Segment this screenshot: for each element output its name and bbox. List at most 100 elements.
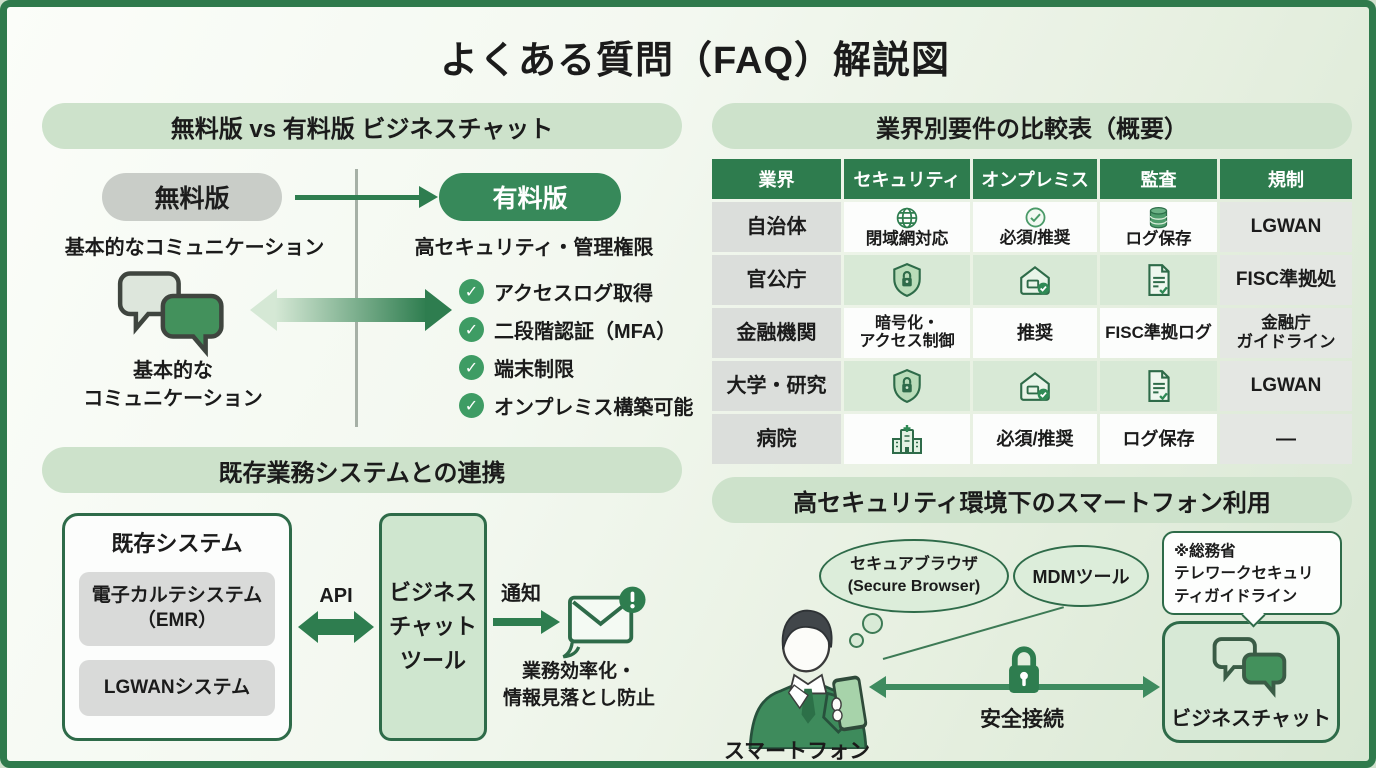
compare-arrow-left-head bbox=[250, 289, 277, 331]
table-cell: 閉域網対応 bbox=[844, 202, 970, 252]
emr-line: 電子カルテシステム bbox=[91, 585, 263, 607]
existing-system-box: 既存システム 電子カルテシステム （EMR） LGWANシステム bbox=[62, 513, 292, 741]
check-circle-icon: ✓ bbox=[459, 393, 484, 418]
table-cell: 暗号化・ アクセス制御 bbox=[844, 308, 970, 358]
paid-feature-label: アクセスログ取得 bbox=[494, 283, 653, 305]
table-cell: ログ保存 bbox=[1100, 414, 1217, 464]
paid-feature-label: 二段階認証（MFA） bbox=[494, 321, 677, 343]
person-with-smartphone bbox=[739, 601, 877, 750]
secure-connection-label: 安全接続 bbox=[980, 708, 1064, 731]
paid-feature-label: オンプレミス構築可能 bbox=[494, 397, 694, 419]
api-label: API bbox=[319, 585, 353, 607]
page-title: よくある質問（FAQ）解説図 bbox=[439, 39, 951, 82]
chat-tool-line: ツール bbox=[399, 648, 466, 674]
regulation-cell: — bbox=[1220, 414, 1352, 464]
paid-feature-item: ✓ アクセスログ取得 bbox=[459, 277, 653, 306]
table-cell bbox=[1100, 255, 1217, 305]
chat-bubbles-icon bbox=[1212, 637, 1287, 698]
arrow-free-to-paid-head bbox=[419, 186, 438, 208]
guideline-line: テレワークセキュリ bbox=[1174, 565, 1314, 583]
compare-arrow-bar bbox=[275, 298, 427, 322]
secure-browser-line: (Secure Browser) bbox=[847, 578, 981, 595]
api-arrow-right-head bbox=[354, 611, 374, 643]
notify-label: 通知 bbox=[501, 583, 541, 605]
check-circle-icon: ✓ bbox=[459, 355, 484, 380]
database-icon bbox=[1149, 206, 1168, 228]
guideline-callout: ※総務省 テレワークセキュリ ティガイドライン bbox=[1162, 531, 1342, 615]
arrow-free-to-paid bbox=[295, 195, 421, 200]
paid-feature-item: ✓ 二段階認証（MFA） bbox=[459, 315, 676, 344]
cell-label: 暗号化・ bbox=[874, 314, 939, 332]
check-circle-icon: ✓ bbox=[459, 279, 484, 304]
industry-cell: 大学・研究 bbox=[712, 361, 841, 411]
cell-label: アクセス制御 bbox=[859, 333, 955, 350]
table-cell bbox=[844, 255, 970, 305]
guideline-line: ティガイドライン bbox=[1174, 587, 1298, 605]
column-header: 監査 bbox=[1100, 159, 1217, 199]
benefit-line: 業務効率化・ bbox=[521, 661, 636, 682]
globe-icon bbox=[896, 207, 918, 228]
paid-feature-item: ✓ オンプレミス構築可能 bbox=[459, 391, 693, 420]
column-header: セキュリティ bbox=[844, 159, 970, 199]
table-cell bbox=[844, 414, 970, 464]
table-cell: 必須/推奨 bbox=[973, 202, 1097, 252]
table-cell bbox=[1100, 361, 1217, 411]
chat-bubbles-icon bbox=[109, 269, 237, 359]
notify-arrow-bar bbox=[493, 618, 543, 626]
secure-browser-bubble: セキュアブラウザ (Secure Browser) bbox=[819, 539, 1009, 613]
paid-feature-label: 端末制限 bbox=[494, 359, 574, 381]
cell-label: ログ保存 bbox=[1125, 229, 1192, 248]
api-arrow-left-head bbox=[298, 611, 318, 643]
document-check-icon bbox=[1147, 264, 1170, 296]
document-check-icon bbox=[1147, 370, 1170, 402]
mdm-bubble: MDMツール bbox=[1013, 545, 1149, 607]
table-cell: ログ保存 bbox=[1100, 202, 1217, 252]
lock-icon bbox=[1001, 641, 1047, 699]
free-caption: 基本的な コミュニケーション bbox=[63, 357, 283, 413]
existing-system-title: 既存システム bbox=[111, 531, 243, 556]
house-check-icon bbox=[1020, 265, 1050, 295]
column-header: 業界 bbox=[712, 159, 841, 199]
free-caption-line: 基本的な bbox=[133, 360, 213, 382]
column-header: 規制 bbox=[1220, 159, 1352, 199]
industry-cell: 病院 bbox=[712, 414, 841, 464]
api-arrow-bar bbox=[316, 619, 356, 635]
table-cell bbox=[973, 255, 1097, 305]
table-cell bbox=[844, 361, 970, 411]
cell-label: ガイドライン bbox=[1236, 333, 1336, 351]
secure-arrow-left-head bbox=[869, 676, 886, 698]
smartphone-label: スマートフォン bbox=[723, 740, 871, 763]
business-chat-label: ビジネスチャット bbox=[1171, 708, 1331, 730]
free-caption-line: コミュニケーション bbox=[83, 388, 263, 410]
regulation-cell: LGWAN bbox=[1220, 361, 1352, 411]
regulation-cell: 金融庁 ガイドライン bbox=[1220, 308, 1352, 358]
regulation-cell: FISC準拠処 bbox=[1220, 255, 1352, 305]
thought-dot bbox=[862, 613, 883, 634]
free-version-pill: 無料版 bbox=[102, 173, 282, 221]
cell-label: 閉域網対応 bbox=[865, 229, 949, 248]
industry-comparison-table: 業界 セキュリティ オンプレミス 監査 規制 自治体 閉域網対応 必須/推奨 bbox=[712, 159, 1352, 464]
paid-version-pill: 有料版 bbox=[439, 173, 621, 221]
shield-lock-icon bbox=[893, 368, 921, 404]
envelope-alert-icon bbox=[559, 585, 651, 665]
emr-system-box: 電子カルテシステム （EMR） bbox=[79, 572, 275, 646]
section-header-free-vs-paid: 無料版 vs 有料版 ビジネスチャット bbox=[42, 103, 682, 149]
table-cell bbox=[973, 361, 1097, 411]
table-cell: 必須/推奨 bbox=[973, 414, 1097, 464]
table-cell: 推奨 bbox=[973, 308, 1097, 358]
chat-tool-box: ビジネス チャット ツール bbox=[379, 513, 487, 741]
regulation-cell: LGWAN bbox=[1220, 202, 1352, 252]
industry-cell: 官公庁 bbox=[712, 255, 841, 305]
cell-label: 金融庁 bbox=[1261, 314, 1311, 333]
lgwan-system-box: LGWANシステム bbox=[79, 660, 275, 716]
industry-cell: 金融機関 bbox=[712, 308, 841, 358]
free-subtitle: 基本的なコミュニケーション bbox=[64, 237, 325, 259]
chat-tool-line: チャット bbox=[389, 613, 477, 639]
check-circle-icon: ✓ bbox=[459, 317, 484, 342]
check-circle-icon bbox=[1025, 207, 1045, 228]
column-header: オンプレミス bbox=[973, 159, 1097, 199]
benefit-caption: 業務効率化・ 情報見落とし防止 bbox=[469, 659, 689, 712]
paid-feature-item: ✓ 端末制限 bbox=[459, 353, 574, 382]
shield-lock-icon bbox=[893, 262, 921, 298]
